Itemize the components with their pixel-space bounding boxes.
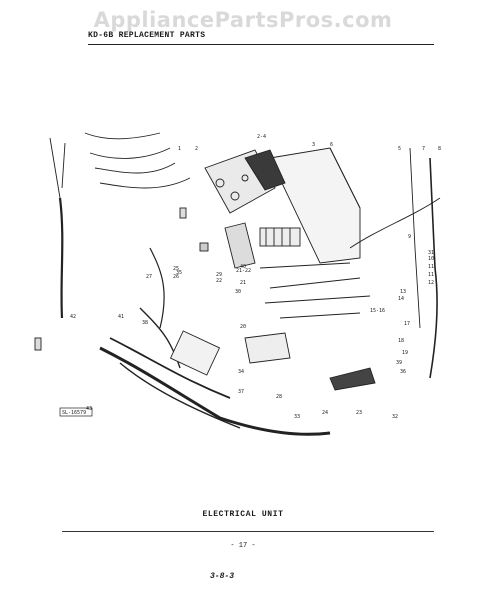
callout: 25: [173, 266, 179, 272]
callout: 41: [118, 314, 124, 320]
header-divider: [88, 44, 434, 45]
callout: 35: [176, 270, 182, 276]
site-watermark: AppliancePartsPros.com: [93, 8, 393, 32]
callout: 10: [428, 256, 434, 262]
footer-code: 3-8-3: [210, 572, 235, 581]
callout: 21-22: [236, 268, 251, 274]
callout: 26: [173, 274, 179, 280]
callout: 36: [400, 369, 406, 375]
callout: 2: [195, 146, 198, 152]
callout: 15-16: [370, 308, 385, 314]
callout: 5: [398, 146, 401, 152]
callout: 34: [238, 369, 244, 375]
callout: 9: [408, 234, 411, 240]
callout: 7: [422, 146, 425, 152]
electrical-unit-exploded-diagram: SL-16579 2-4 1 2 3 5 6 7 8 9 10 11 11 12…: [34, 132, 441, 436]
callout: 31: [428, 250, 434, 256]
callout: 38: [142, 320, 148, 326]
callout: 1: [178, 146, 181, 152]
callout: 12: [428, 280, 434, 286]
callout: 8: [438, 146, 441, 152]
diagram-ref-code: SL-16579: [62, 410, 86, 416]
callout: 2-4: [257, 134, 266, 140]
callout: 37: [238, 389, 244, 395]
callout: 27: [146, 274, 152, 280]
callout: 29: [216, 272, 222, 278]
callout: 32: [392, 414, 398, 420]
page-number: - 17 -: [230, 542, 256, 550]
callout: 13: [400, 289, 406, 295]
callout: 20: [240, 324, 246, 330]
callout: 22: [216, 278, 222, 284]
callout: 30: [235, 289, 241, 295]
callout: 42: [70, 314, 76, 320]
callout: 39: [396, 360, 402, 366]
callout: 11: [428, 264, 434, 270]
callout: 18: [398, 338, 404, 344]
callout: 11: [428, 272, 434, 278]
callout: 3: [312, 142, 315, 148]
callout: 28: [276, 394, 282, 400]
callout: 23: [356, 410, 362, 416]
callout: 21: [240, 280, 246, 286]
callout: 33: [294, 414, 300, 420]
callout: 6: [330, 142, 333, 148]
callout: 17: [404, 321, 410, 327]
callout: 40: [240, 264, 246, 270]
diagram-caption: ELECTRICAL UNIT: [202, 510, 284, 519]
callout: 14: [398, 296, 404, 302]
footer-divider: [62, 531, 434, 532]
callout: 43: [86, 406, 92, 412]
callout: 19: [402, 350, 408, 356]
page-header-title: KD-6B REPLACEMENT PARTS: [88, 31, 206, 40]
callout: 24: [322, 410, 328, 416]
